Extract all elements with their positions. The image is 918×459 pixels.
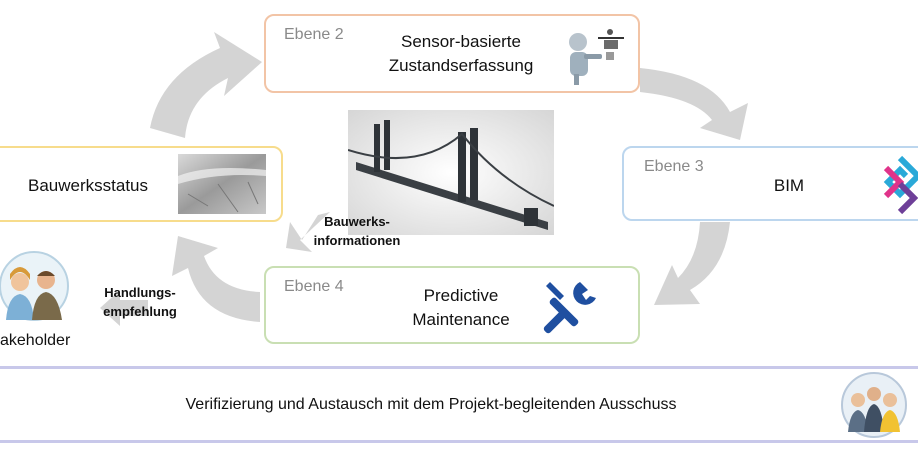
arrow-info-to-status bbox=[286, 212, 330, 252]
level3-tag: Ebene 3 bbox=[644, 158, 704, 175]
concrete-surface-image bbox=[178, 154, 266, 214]
level2-tag: Ebene 2 bbox=[284, 26, 344, 43]
arrow-status-to-level2 bbox=[150, 32, 262, 138]
stakeholder-avatars-icon bbox=[0, 251, 69, 321]
wrench-screwdriver-icon bbox=[543, 282, 596, 334]
recommendation-label: Handlungs- empfehlung bbox=[103, 285, 177, 319]
bridge-image bbox=[348, 110, 554, 235]
level4-tag: Ebene 4 bbox=[284, 278, 344, 295]
status-box: Bauwerksstatus bbox=[0, 146, 283, 222]
level4-title: Predictive Maintenance bbox=[412, 286, 510, 329]
level2-box: Ebene 2 Sensor-basierte Zustandserfassun… bbox=[264, 14, 640, 93]
level2-title: Sensor-basierte Zustandserfassung bbox=[388, 32, 534, 75]
level3-box: Ebene 3 BIM bbox=[622, 146, 918, 221]
footer-top-line bbox=[0, 366, 918, 369]
bridge-info-label: Bauwerks- informationen bbox=[313, 214, 401, 248]
robot-drone-icon bbox=[569, 29, 624, 85]
footer-bottom-line bbox=[0, 440, 918, 443]
level4-box: Ebene 4 Predictive Maintenance bbox=[264, 266, 640, 344]
footer-text: Verifizierung und Austausch mit dem Proj… bbox=[185, 396, 677, 413]
people-group-icon bbox=[841, 372, 907, 438]
arrow-to-stakeholder bbox=[100, 290, 148, 326]
arrow-level2-to-level3 bbox=[640, 68, 748, 140]
level3-title: BIM bbox=[773, 176, 805, 195]
status-title: Bauwerksstatus bbox=[28, 176, 148, 195]
stakeholder-label: akeholder bbox=[0, 332, 71, 349]
arrow-level4-to-status bbox=[172, 236, 260, 322]
ifc-logo-icon bbox=[883, 155, 918, 214]
arrow-level3-to-level4 bbox=[654, 222, 730, 305]
